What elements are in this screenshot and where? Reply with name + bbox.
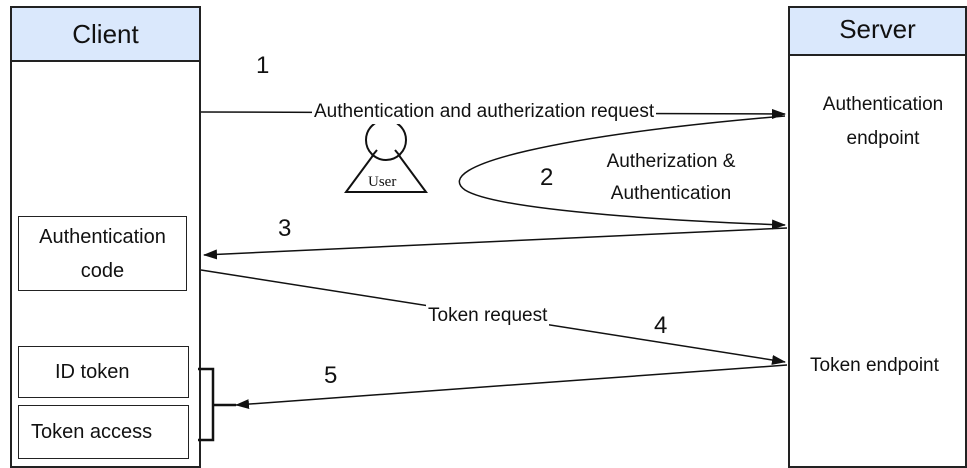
server-header: Server xyxy=(790,8,965,56)
authentication-code-box: Authentication code xyxy=(18,216,187,291)
autherization-label: Autherization & Authentication xyxy=(606,151,736,204)
server-lane: Server xyxy=(788,6,967,468)
token-endpoint: Token endpoint xyxy=(810,355,939,376)
autherization-loop-arrow xyxy=(458,115,786,230)
tokens-return-arrow xyxy=(235,364,788,410)
token-bracket xyxy=(198,367,236,442)
step-1: 1 xyxy=(256,52,270,79)
step-2: 2 xyxy=(540,164,554,191)
auth-code-return-arrow xyxy=(203,227,788,260)
user-icon xyxy=(344,119,428,193)
step-5: 5 xyxy=(324,362,338,389)
id-token-box: ID token xyxy=(18,346,189,398)
user-icon-label: User xyxy=(368,174,397,190)
step-4: 4 xyxy=(654,312,668,339)
auth-request-label: Authentication and autherization request xyxy=(312,100,657,124)
token-access-box: Token access xyxy=(18,405,189,459)
client-header: Client xyxy=(12,8,199,62)
step-3: 3 xyxy=(278,215,292,242)
authentication-endpoint: Authentication endpoint xyxy=(822,94,944,149)
token-request-label: Token request xyxy=(426,304,550,328)
